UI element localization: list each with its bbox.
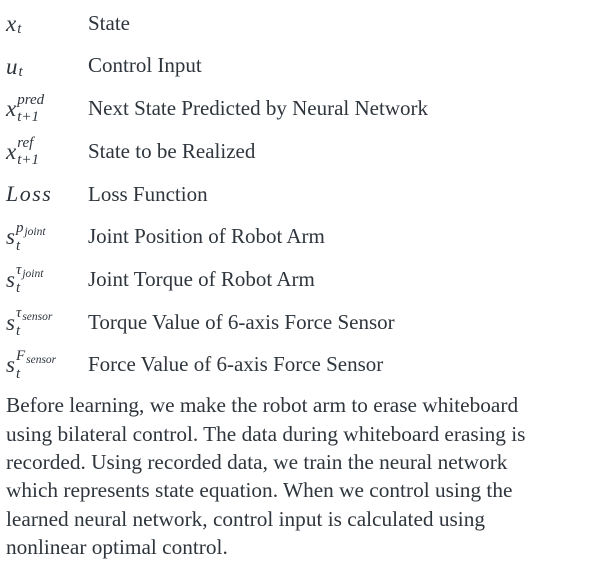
symbol-base: s xyxy=(6,224,15,250)
symbol-superscript: pred xyxy=(17,92,45,109)
superscript-subscript: sensor xyxy=(22,311,53,324)
symbol-base: x xyxy=(6,96,17,122)
nomenclature-row: Loss Loss Function xyxy=(6,173,610,216)
symbol-description: Joint Position of Robot Arm xyxy=(88,224,325,249)
superscript-main: F xyxy=(15,347,26,364)
symbol-base: s xyxy=(6,266,15,292)
symbol-description: Loss Function xyxy=(88,181,208,206)
math-symbol-loss: Loss xyxy=(6,183,88,205)
symbol-subscript: t xyxy=(15,237,21,254)
symbol-description: Force Value of 6-axis Force Sensor xyxy=(88,352,384,377)
symbol-superscript: τsensor xyxy=(15,305,53,324)
symbol-description: Joint Torque of Robot Arm xyxy=(88,266,315,291)
symbol-superscript: τjoint xyxy=(15,262,44,281)
symbol-subscript: t xyxy=(15,365,21,382)
body-paragraph: Before learning, we make the robot arm t… xyxy=(6,391,610,561)
paragraph-line: recorded. Using recorded data, we train … xyxy=(6,450,508,474)
symbol-base: x xyxy=(6,138,17,164)
superscript-subscript: joint xyxy=(22,268,44,281)
symbol-description: Control Input xyxy=(88,53,202,78)
symbol-subscript: t xyxy=(15,323,21,340)
symbol-subscript: t+1 xyxy=(17,109,40,126)
symbol-subscript: t xyxy=(17,20,22,37)
symbol-description: State xyxy=(88,10,130,35)
symbol-base: Loss xyxy=(6,181,53,207)
symbol-subscript: t+1 xyxy=(17,151,40,168)
symbol-subscript: t xyxy=(18,63,23,80)
symbol-base: u xyxy=(6,53,18,79)
superscript-main: p xyxy=(15,219,24,236)
paragraph-line: using bilateral control. The data during… xyxy=(6,421,526,446)
paragraph-line: learned neural network, control input is… xyxy=(6,506,486,531)
paragraph-line: which represents state equation. When we… xyxy=(6,478,513,503)
symbol-base: x xyxy=(6,10,17,36)
superscript-subscript: joint xyxy=(24,225,46,238)
symbol-subscript: t xyxy=(15,280,21,297)
symbol-base: s xyxy=(6,309,15,335)
symbol-superscript: Fsensor xyxy=(15,347,57,366)
symbol-superscript: ref xyxy=(17,134,34,151)
paragraph-line: nonlinear optimal control. xyxy=(6,535,228,560)
symbol-description: Next State Predicted by Neural Network xyxy=(88,96,428,121)
symbol-description: Torque Value of 6-axis Force Sensor xyxy=(88,309,395,334)
paragraph-line: Before learning, we make the robot arm t… xyxy=(6,393,519,418)
symbol-superscript: pjoint xyxy=(15,219,46,238)
symbol-description: State to be Realized xyxy=(88,138,256,163)
superscript-main: τ xyxy=(15,305,22,322)
superscript-subscript: sensor xyxy=(26,353,57,366)
symbol-base: s xyxy=(6,352,15,378)
superscript-main: τ xyxy=(15,262,22,279)
